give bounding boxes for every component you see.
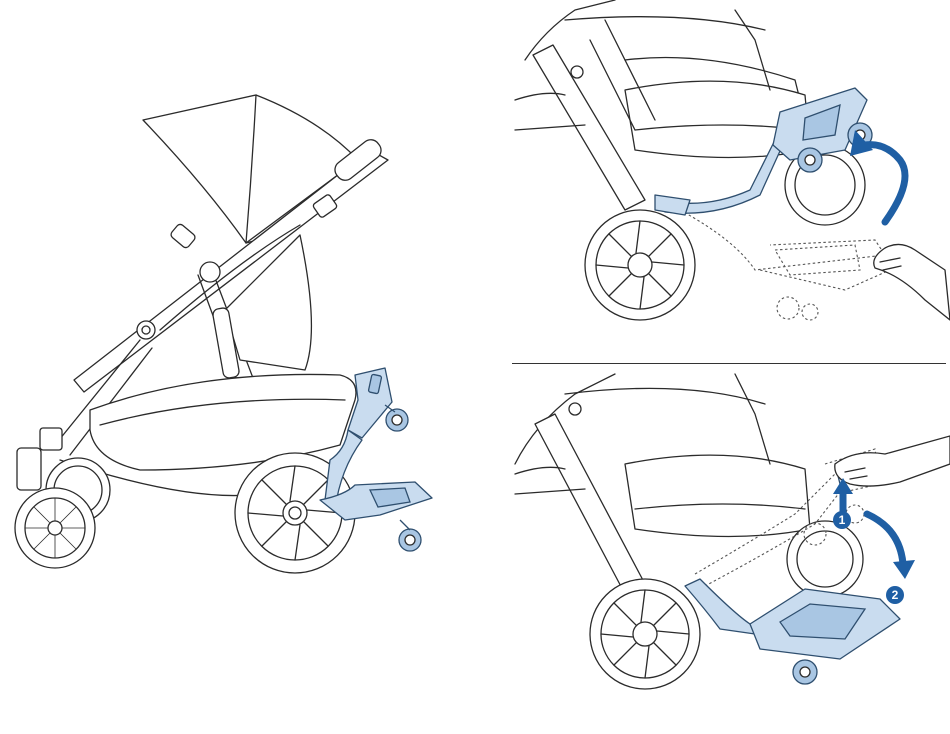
main-stroller-illustration bbox=[0, 0, 505, 734]
front-wheels bbox=[15, 428, 110, 568]
canopy bbox=[143, 95, 358, 243]
step-1-label: 1 bbox=[839, 513, 846, 527]
release-down-illustration: 1 2 bbox=[505, 364, 950, 734]
hand-icon bbox=[874, 244, 950, 320]
board-previous-position bbox=[680, 210, 890, 320]
step-2-label: 2 bbox=[892, 588, 899, 602]
hand-icon-2 bbox=[835, 436, 950, 486]
step-2-down-arrow: 2 bbox=[867, 514, 915, 604]
stroller-frame-closeup-2 bbox=[515, 374, 810, 594]
step-1-up-arrow: 1 bbox=[833, 478, 853, 529]
fold-up-illustration bbox=[505, 0, 950, 362]
